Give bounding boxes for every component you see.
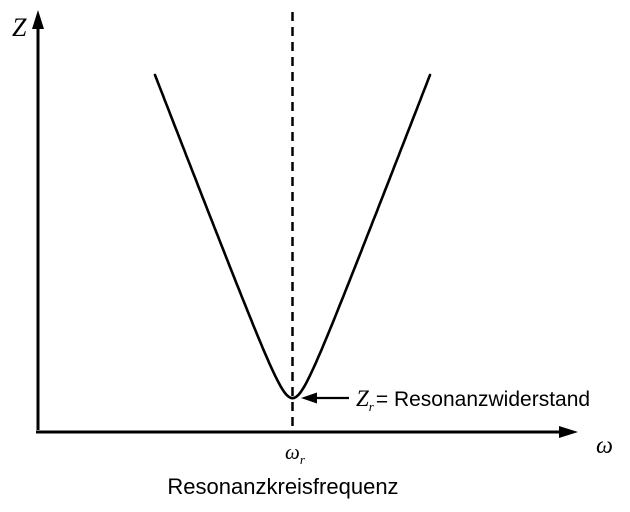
x-axis-arrowhead-icon: [559, 426, 578, 438]
x-axis-label: ω: [596, 433, 613, 459]
impedance-curve: [153, 73, 432, 400]
x-tick-omega: ω: [285, 440, 300, 464]
annotation-label: Zr= Resonanzwiderstand: [356, 386, 590, 414]
y-axis-label: Z: [12, 13, 27, 42]
x-tick-label-omega-r: ωr: [285, 440, 306, 467]
annotation-subscript: r: [369, 399, 375, 414]
annotation-text: = Resonanzwiderstand: [376, 388, 590, 411]
annotation-z: Z: [356, 386, 369, 411]
annotation-arrowhead-icon: [301, 392, 317, 404]
x-tick-subscript: r: [300, 452, 306, 467]
figure-caption: Resonanzkreisfrequenz: [167, 474, 398, 499]
y-axis-arrowhead-icon: [32, 10, 44, 29]
